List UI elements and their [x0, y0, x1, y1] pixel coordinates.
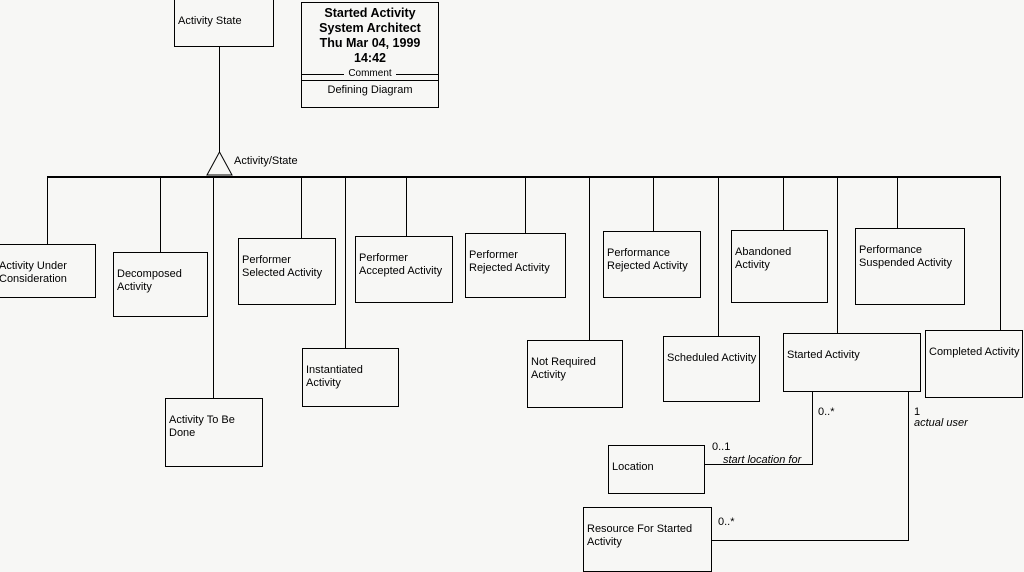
class-name-label: Started Activity: [787, 349, 860, 361]
class-box-instantiated-activity[interactable]: Instantiated Activity: [302, 348, 399, 407]
multiplicity-resource: 0..*: [718, 516, 735, 528]
class-box-not-required-activity[interactable]: Not Required Activity: [527, 340, 623, 408]
connector-performer-rejected-activity: [525, 176, 526, 233]
class-name-label: Resource For Started Activity: [587, 523, 693, 548]
role-label-actual-user: actual user: [914, 417, 968, 429]
title-line-3: Thu Mar 04, 1999: [319, 36, 421, 50]
generalization-label: Activity/State: [234, 155, 298, 167]
association-line-started-to-resource-vertical: [908, 392, 909, 540]
class-name-label: Location: [612, 461, 654, 473]
class-name-label: Activity State: [178, 15, 242, 27]
class-box-performer-rejected-activity[interactable]: Performer Rejected Activity: [465, 233, 566, 298]
class-box-performance-suspended-activity[interactable]: Performance Suspended Activity: [855, 228, 965, 305]
connector-performer-selected-activity: [301, 176, 302, 238]
class-box-performer-selected-activity[interactable]: Performer Selected Activity: [238, 238, 336, 305]
connector-started-activity: [837, 176, 838, 333]
diagram-title-block: Started Activity System Architect Thu Ma…: [301, 2, 439, 108]
class-name-label: Performer Selected Activity: [242, 254, 323, 279]
multiplicity-location: 0..1: [712, 441, 731, 453]
class-box-started-activity[interactable]: Started Activity: [783, 333, 921, 392]
association-line-started-to-resource-horizontal: [712, 540, 909, 541]
connector-performer-accepted-activity: [406, 176, 407, 236]
connector-decomposed-activity: [160, 176, 161, 252]
connector-abandoned-activity: [783, 176, 784, 230]
generalization-triangle-icon: [206, 151, 233, 176]
comment-separator: Comment: [302, 68, 438, 80]
class-box-activity-to-be-done[interactable]: Activity To Be Done: [165, 398, 263, 467]
multiplicity-started-to-resource: 1: [914, 406, 921, 418]
class-name-label: Performer Rejected Activity: [469, 249, 550, 274]
class-box-performer-accepted-activity[interactable]: Performer Accepted Activity: [355, 236, 453, 303]
connector-activity-under-consideration: [47, 176, 48, 244]
class-box-activity-under-consideration[interactable]: Activity Under Consideration: [0, 244, 96, 298]
connector-not-required-activity: [589, 176, 590, 340]
class-box-activity-state[interactable]: Activity State: [174, 0, 274, 47]
role-label-start-location-for: start location for: [723, 454, 802, 466]
class-name-label: Instantiated Activity: [306, 364, 363, 389]
class-name-label: Completed Activity: [929, 346, 1020, 358]
class-box-completed-activity[interactable]: Completed Activity: [925, 330, 1023, 398]
connector-performance-rejected-activity: [653, 176, 654, 231]
title-block-heading: Started Activity System Architect Thu Ma…: [302, 3, 438, 68]
connector-instantiated-activity: [345, 176, 346, 348]
class-name-label: Performance Suspended Activity: [859, 244, 952, 269]
class-name-label: Activity To Be Done: [169, 414, 235, 439]
connector-performance-suspended-activity: [897, 176, 898, 228]
class-name-label: Decomposed Activity: [117, 268, 182, 293]
class-box-scheduled-activity[interactable]: Scheduled Activity: [663, 336, 760, 402]
title-line-2: System Architect: [319, 21, 421, 35]
connector-completed-activity: [1000, 176, 1001, 330]
association-line-started-to-location-horizontal: [705, 464, 813, 465]
association-line-started-to-location-vertical: [812, 392, 813, 464]
class-name-label: Scheduled Activity: [667, 352, 757, 364]
comment-label: Comment: [344, 68, 396, 79]
class-name-label: Not Required Activity: [531, 356, 596, 381]
connector-scheduled-activity: [718, 176, 719, 336]
generalization-stem: [219, 47, 220, 152]
class-box-location[interactable]: Location: [608, 445, 705, 494]
class-box-resource-for-started-activity[interactable]: Resource For Started Activity: [583, 507, 712, 572]
class-name-label: Activity Under Consideration: [0, 260, 67, 285]
class-box-performance-rejected-activity[interactable]: Performance Rejected Activity: [603, 231, 701, 298]
class-name-label: Performance Rejected Activity: [607, 247, 688, 272]
title-line-4: 14:42: [354, 51, 386, 65]
title-line-1: Started Activity: [324, 6, 416, 20]
connector-activity-to-be-done: [213, 176, 214, 398]
class-box-decomposed-activity[interactable]: Decomposed Activity: [113, 252, 208, 317]
class-name-label: Performer Accepted Activity: [359, 252, 443, 277]
defining-diagram-label: Defining Diagram: [302, 80, 438, 100]
class-box-abandoned-activity[interactable]: Abandoned Activity: [731, 230, 828, 303]
class-name-label: Abandoned Activity: [735, 246, 792, 271]
generalization-bar: [47, 176, 1001, 178]
multiplicity-started-to-location: 0..*: [818, 406, 835, 418]
